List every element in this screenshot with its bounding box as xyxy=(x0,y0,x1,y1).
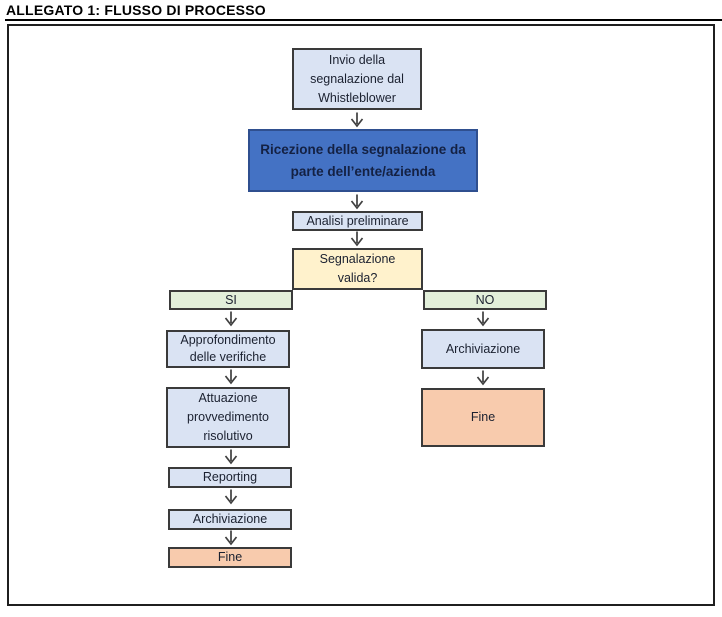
document-title: ALLEGATO 1: FLUSSO DI PROCESSO xyxy=(6,2,266,18)
node-text-line: provvedimento xyxy=(187,410,269,424)
arrow-down-icon xyxy=(224,530,238,546)
node-text-line: Analisi preliminare xyxy=(306,213,409,228)
node-text-line: SI xyxy=(225,292,237,307)
node-text-line: Fine xyxy=(217,550,243,564)
arrow-down-icon xyxy=(476,370,490,386)
node-text-line: Approfondimento xyxy=(180,333,276,347)
node-invio-segnalazione: Invio della segnalazione dal Whistleblow… xyxy=(292,48,422,110)
node-text-line: Archiviazione xyxy=(192,512,268,526)
arrow-down-icon xyxy=(476,311,490,327)
node-text-line: valida? xyxy=(337,271,378,285)
node-text-line: Fine xyxy=(470,410,496,424)
branch-si-label: SI xyxy=(169,290,293,310)
node-approfondimento-verifiche: Approfondimento delle verifiche xyxy=(166,330,290,368)
node-analisi-preliminare: Analisi preliminare xyxy=(292,211,423,231)
arrow-down-icon xyxy=(350,194,364,210)
title-underline xyxy=(5,19,722,21)
node-ricezione: Ricezione della segnalazione da parte de… xyxy=(248,129,478,192)
node-fine-right: Fine xyxy=(421,388,545,447)
node-text-line: Reporting xyxy=(202,470,258,484)
arrow-down-icon xyxy=(350,112,364,128)
arrow-down-icon xyxy=(224,489,238,505)
node-text-line: Ricezione della segnalazione da xyxy=(260,141,466,157)
node-text-line: risolutivo xyxy=(203,429,253,443)
branch-no-label: NO xyxy=(423,290,547,310)
node-text-line: Attuazione xyxy=(198,391,258,405)
node-archiviazione-left: Archiviazione xyxy=(168,509,292,530)
node-text-line: Invio della xyxy=(328,52,386,67)
node-text-line: delle verifiche xyxy=(189,350,267,364)
node-archiviazione-right: Archiviazione xyxy=(421,329,545,369)
arrow-down-icon xyxy=(224,311,238,327)
node-segnalazione-valida: Segnalazione valida? xyxy=(292,248,423,290)
node-fine-left: Fine xyxy=(168,547,292,568)
node-reporting: Reporting xyxy=(168,467,292,488)
node-text-line: Whistleblower xyxy=(318,90,396,105)
node-text-line: segnalazione dal xyxy=(310,71,404,86)
node-attuazione-provvedimento: Attuazione provvedimento risolutivo xyxy=(166,387,290,448)
node-text-line: parte dell’ente/azienda xyxy=(290,163,436,179)
arrow-down-icon xyxy=(224,449,238,465)
arrow-down-icon xyxy=(224,369,238,385)
node-text-line: Archiviazione xyxy=(445,341,521,356)
arrow-down-icon xyxy=(350,231,364,247)
node-text-line: NO xyxy=(475,292,495,307)
node-text-line: Segnalazione xyxy=(319,252,396,266)
